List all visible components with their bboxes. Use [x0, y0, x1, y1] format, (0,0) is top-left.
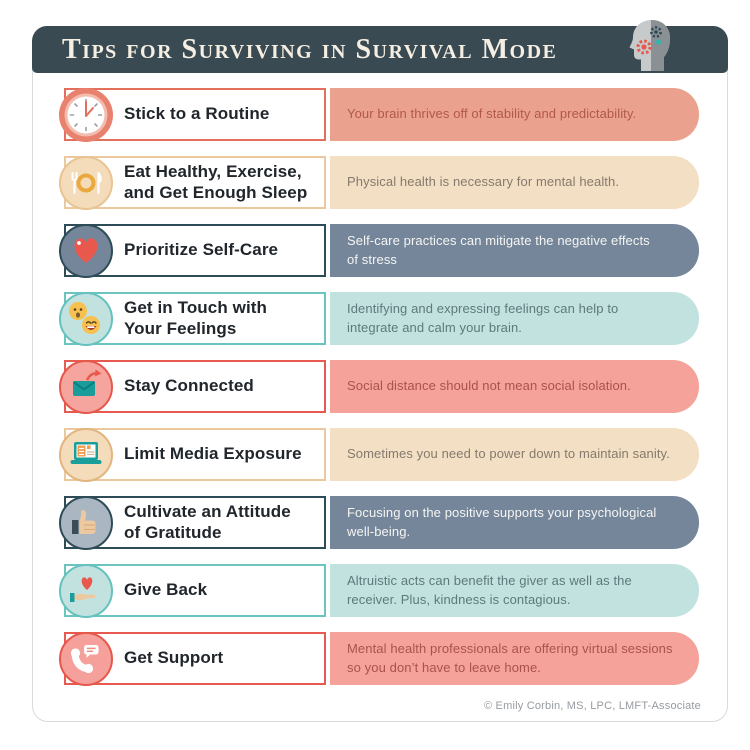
head-with-gears-icon: [629, 20, 670, 71]
tip-description: Identifying and expressing feelings can …: [347, 301, 619, 335]
tip-description: Altruistic acts can benefit the giver as…: [347, 573, 632, 607]
tip-description-box: Sometimes you need to power down to main…: [330, 428, 699, 481]
tip-description: Your brain thrives off of stability and …: [347, 106, 637, 122]
credit-text: © Emily Corbin, MS, LPC, LMFT-Associate: [483, 700, 701, 712]
tip-title: Stick to a Routine: [124, 104, 270, 124]
tip-title: Stay Connected: [124, 376, 254, 396]
tip-title: Get in Touch with Your Feelings: [124, 298, 268, 338]
tip-row-stay-connected: Stay Connected Social distance should no…: [59, 359, 727, 414]
thumbs-up-icon: [59, 495, 113, 550]
tip-description: Self-care practices can mitigate the neg…: [347, 233, 650, 267]
tip-description-box: Altruistic acts can benefit the giver as…: [330, 564, 699, 617]
tip-description-box: Self-care practices can mitigate the neg…: [330, 224, 699, 277]
tip-title-box: Limit Media Exposure: [59, 427, 326, 482]
tip-title: Give Back: [124, 580, 208, 600]
tip-description-box: Mental health professionals are offering…: [330, 632, 699, 685]
tip-row-get-in-touch-with-feelings: Get in Touch with Your Feelings Identify…: [59, 291, 727, 346]
tip-title: Limit Media Exposure: [124, 444, 302, 464]
tip-row-give-back: Give Back Altruistic acts can benefit th…: [59, 563, 727, 618]
page-title: Tips for Surviving in Survival Mode: [62, 33, 558, 65]
tip-description: Focusing on the positive supports your p…: [347, 505, 657, 539]
heart-icon: [59, 223, 113, 278]
clock-icon: [59, 87, 113, 142]
tip-row-limit-media-exposure: Limit Media Exposure Sometimes you need …: [59, 427, 727, 482]
tip-row-eat-healthy: Eat Healthy, Exercise, and Get Enough Sl…: [59, 155, 727, 210]
header-bar: Tips for Surviving in Survival Mode: [32, 20, 728, 73]
tip-description: Sometimes you need to power down to main…: [347, 446, 670, 462]
tip-description-box: Identifying and expressing feelings can …: [330, 292, 699, 345]
tip-description-box: Social distance should not mean social i…: [330, 360, 699, 413]
tip-description-box: Your brain thrives off of stability and …: [330, 88, 699, 141]
tip-title: Eat Healthy, Exercise, and Get Enough Sl…: [124, 162, 308, 202]
tip-description: Physical health is necessary for mental …: [347, 174, 620, 190]
tip-description: Mental health professionals are offering…: [347, 641, 673, 675]
tip-title: Prioritize Self-Care: [124, 240, 279, 260]
envelope-icon: [59, 359, 113, 414]
tip-title-box: Get in Touch with Your Feelings: [59, 291, 326, 346]
tip-row-stick-to-a-routine: Stick to a Routine Your brain thrives of…: [59, 87, 727, 142]
hand-heart-icon: [59, 563, 113, 618]
tip-row-cultivate-gratitude: Cultivate an Attitude of Gratitude Focus…: [59, 495, 727, 550]
emoji-faces-icon: [59, 291, 113, 346]
tip-description-box: Physical health is necessary for mental …: [330, 156, 699, 209]
tip-title-box: Cultivate an Attitude of Gratitude: [59, 495, 326, 550]
tip-title-box: Give Back: [59, 563, 326, 618]
meal-icon: [59, 155, 113, 210]
tip-title: Get Support: [124, 648, 224, 668]
infographic-card: Tips for Surviving in Survival Mode: [32, 20, 728, 722]
tip-title-box: Stay Connected: [59, 359, 326, 414]
tip-title-box: Stick to a Routine: [59, 87, 326, 142]
tip-description-box: Focusing on the positive supports your p…: [330, 496, 699, 549]
phone-support-icon: [59, 631, 113, 686]
tip-row-get-support: Get Support Mental health professionals …: [59, 631, 727, 686]
tips-list: Stick to a Routine Your brain thrives of…: [33, 73, 727, 700]
tip-title: Cultivate an Attitude of Gratitude: [124, 502, 291, 542]
tip-title-box: Eat Healthy, Exercise, and Get Enough Sl…: [59, 155, 326, 210]
tip-row-prioritize-self-care: Prioritize Self-Care Self-care practices…: [59, 223, 727, 278]
tip-description: Social distance should not mean social i…: [347, 378, 631, 394]
media-device-icon: [59, 427, 113, 482]
tip-title-box: Get Support: [59, 631, 326, 686]
tip-title-box: Prioritize Self-Care: [59, 223, 326, 278]
